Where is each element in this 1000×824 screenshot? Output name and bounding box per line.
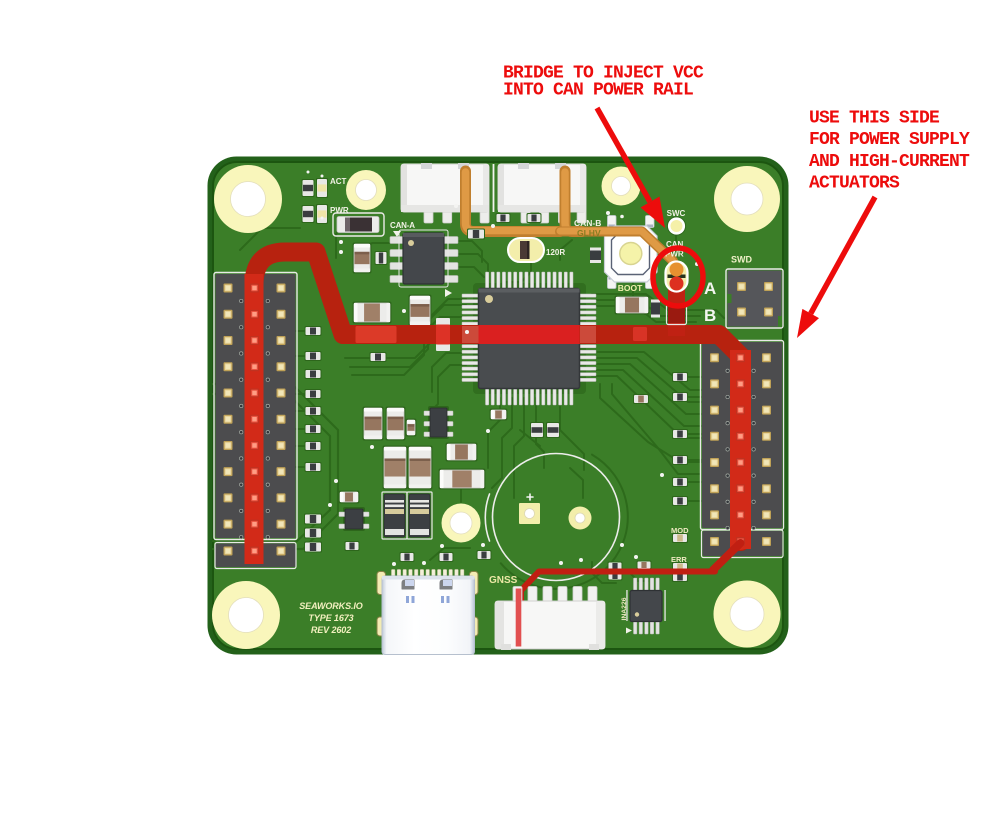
- svg-text:A: A: [704, 279, 716, 298]
- svg-text:REV 2602: REV 2602: [311, 625, 351, 635]
- svg-text:SWD: SWD: [731, 255, 752, 265]
- svg-text:SWC: SWC: [667, 209, 686, 218]
- svg-text:AND HIGH-CURRENT: AND HIGH-CURRENT: [809, 152, 970, 172]
- svg-text:BRIDGE TO INJECT VCC: BRIDGE TO INJECT VCC: [503, 64, 704, 84]
- svg-text:USE THIS SIDE: USE THIS SIDE: [809, 109, 940, 129]
- svg-text:CAN-A: CAN-A: [390, 221, 415, 230]
- svg-text:BOOT: BOOT: [618, 283, 643, 293]
- svg-text:CAN: CAN: [666, 240, 684, 249]
- svg-text:B: B: [704, 306, 716, 325]
- svg-text:ACT: ACT: [330, 177, 347, 186]
- svg-text:PWR: PWR: [665, 250, 684, 259]
- svg-text:INA226: INA226: [621, 597, 628, 620]
- svg-text:SEAWORKS.IO: SEAWORKS.IO: [299, 601, 363, 611]
- svg-text:GNSS: GNSS: [489, 575, 518, 586]
- svg-text:ERR: ERR: [671, 555, 687, 564]
- svg-text:FOR POWER SUPPLY: FOR POWER SUPPLY: [809, 130, 970, 150]
- svg-text:ACTUATORS: ACTUATORS: [809, 174, 900, 194]
- svg-text:GLHV: GLHV: [577, 228, 601, 238]
- svg-text:TYPE 1673: TYPE 1673: [308, 613, 353, 623]
- svg-text:INTO CAN POWER RAIL: INTO CAN POWER RAIL: [503, 81, 693, 101]
- svg-text:PWR: PWR: [330, 206, 349, 215]
- svg-text:MOD: MOD: [671, 526, 689, 535]
- svg-text:120R: 120R: [546, 248, 565, 257]
- svg-text:CAN-B: CAN-B: [574, 218, 601, 228]
